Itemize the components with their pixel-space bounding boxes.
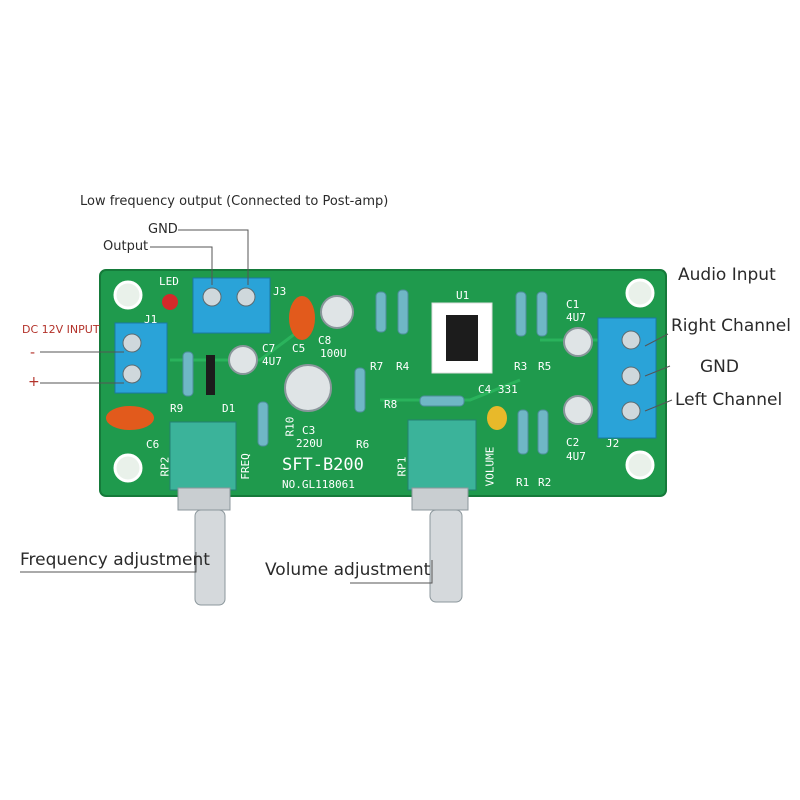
low-frequency-output-label: Low frequency output (Connected to Post-… <box>80 194 389 209</box>
silk-rp1: RP1 <box>395 456 409 477</box>
silk-c8v: 100U <box>320 347 347 360</box>
frequency-adjustment-label: Frequency adjustment <box>20 550 210 570</box>
silk-r10: R10 <box>283 416 297 437</box>
terminal-j2 <box>597 317 657 439</box>
ic-u1 <box>431 302 493 374</box>
silk-r4: R4 <box>396 360 410 373</box>
led <box>162 294 178 310</box>
silk-c3: C3 <box>302 424 316 437</box>
silk-c1: C1 <box>566 298 580 311</box>
potentiometer-freq <box>169 421 237 606</box>
silk-r5: R5 <box>538 360 552 373</box>
electrolytic-capacitors <box>228 295 593 425</box>
silk-rp2: RP2 <box>158 456 172 477</box>
silk-c7: C7 <box>262 342 276 355</box>
silk-r7: R7 <box>370 360 384 373</box>
silk-c8: C8 <box>318 334 332 347</box>
audio-input-label: Audio Input <box>678 265 776 285</box>
silk-r2: R2 <box>538 476 552 489</box>
silk-r8: R8 <box>384 398 398 411</box>
terminal-j1 <box>114 322 168 394</box>
silk-volume: VOLUME <box>483 446 497 487</box>
dc-input-label: DC 12V INPUT <box>22 323 100 336</box>
board-serial: NO.GL118061 <box>282 478 355 491</box>
silk-c4: C4 331 <box>478 383 518 396</box>
board-model: SFT-B200 <box>282 455 364 475</box>
silk-d1: D1 <box>222 402 236 415</box>
silk-u1: U1 <box>456 289 470 302</box>
plus-label: + <box>28 374 40 390</box>
mounting-holes <box>113 278 655 483</box>
silk-c7v: 4U7 <box>262 355 282 368</box>
minus-label: - <box>30 345 36 361</box>
silk-r3: R3 <box>514 360 528 373</box>
silk-led: LED <box>159 275 179 288</box>
silk-freq: FREQ <box>238 453 252 480</box>
gnd-top-label: GND <box>148 222 178 237</box>
silk-c1v: 4U7 <box>566 311 586 324</box>
silk-c6: C6 <box>146 438 160 451</box>
resistors <box>182 289 549 455</box>
silk-r9: R9 <box>170 402 184 415</box>
capacitor-c4 <box>487 406 507 430</box>
potentiometer-volume <box>407 419 477 603</box>
silk-j2: J2 <box>606 437 620 450</box>
capacitor-c6 <box>106 406 154 430</box>
output-label: Output <box>103 239 149 254</box>
capacitor-c5 <box>289 296 315 340</box>
silk-r6: R6 <box>356 438 370 451</box>
gnd-right-label: GND <box>700 357 739 377</box>
diode-d1 <box>206 355 215 395</box>
silk-j1: J1 <box>144 313 158 326</box>
terminal-j3 <box>192 277 271 334</box>
silk-j3: J3 <box>273 285 287 298</box>
annotation-lines <box>20 229 673 584</box>
silk-c2: C2 <box>566 436 580 449</box>
right-channel-label: Right Channel <box>671 316 791 336</box>
silk-r1: R1 <box>516 476 530 489</box>
silk-c3v: 220U <box>296 437 323 450</box>
silk-c5: C5 <box>292 342 306 355</box>
left-channel-label: Left Channel <box>675 390 783 410</box>
volume-adjustment-label: Volume adjustment <box>265 560 431 580</box>
silk-c2v: 4U7 <box>566 450 586 463</box>
